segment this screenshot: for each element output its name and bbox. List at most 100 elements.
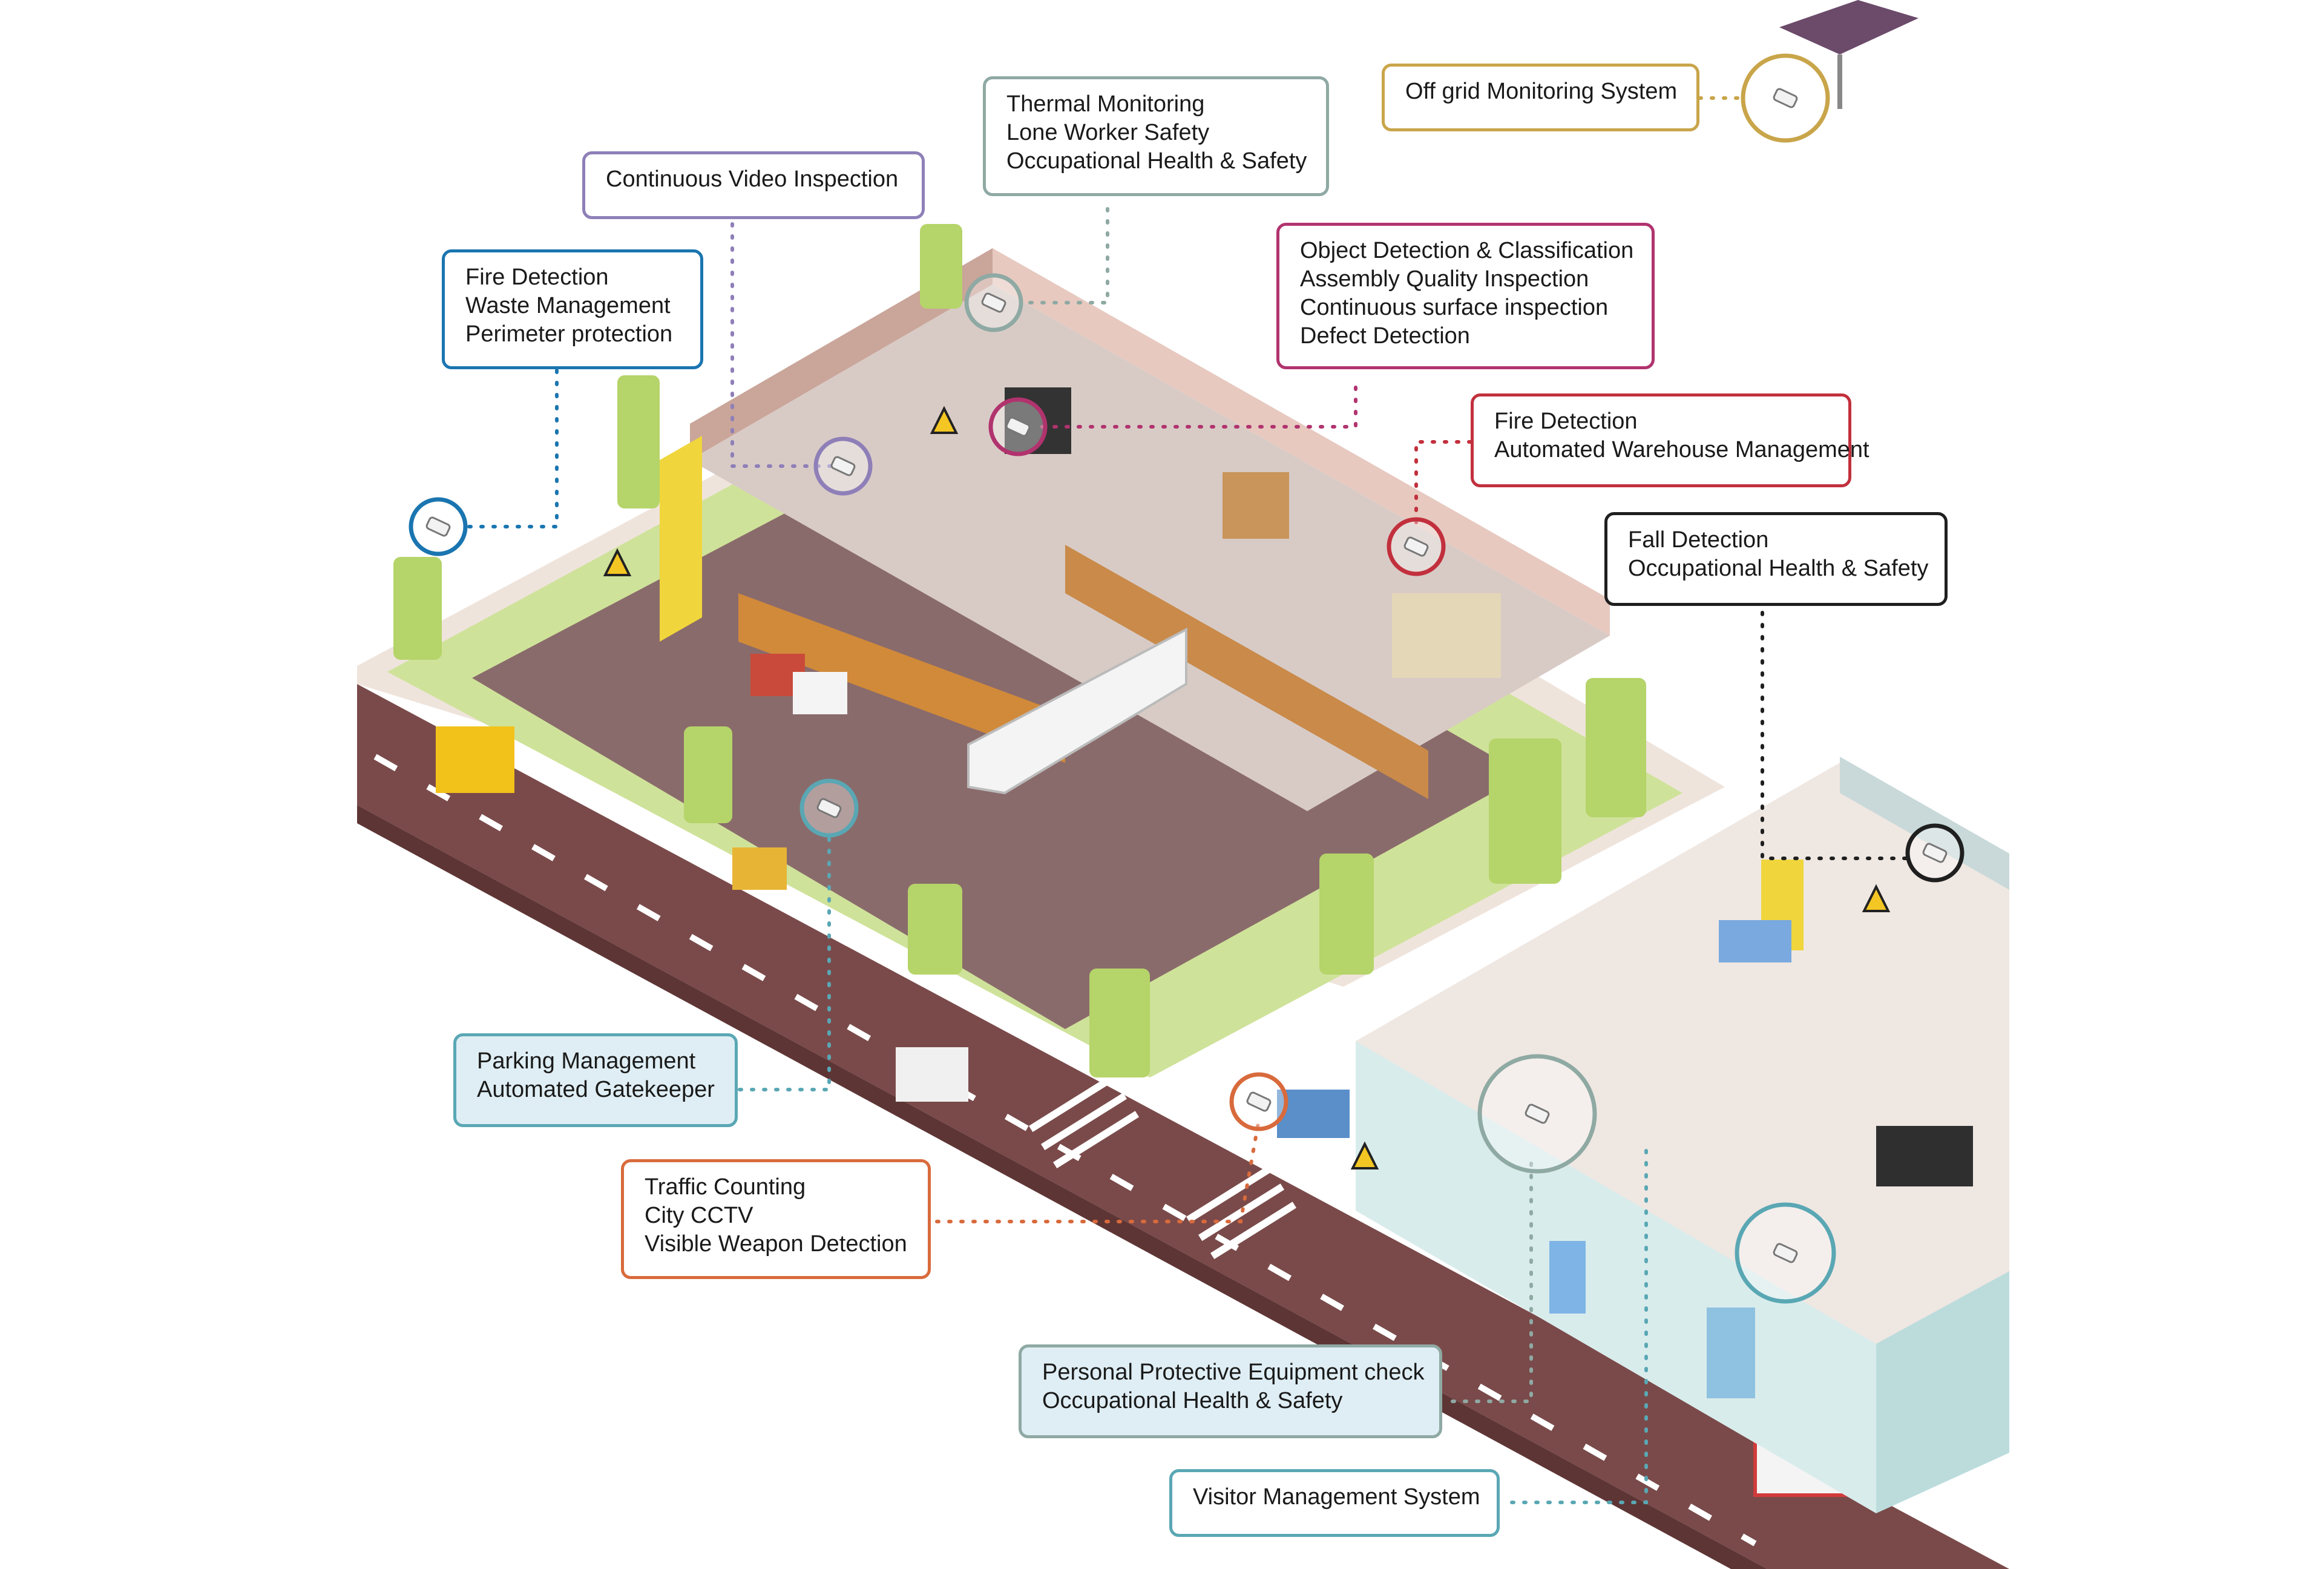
camera-icon — [964, 273, 1023, 332]
hospital-door — [1707, 1308, 1755, 1398]
camera-icon — [409, 497, 468, 556]
label-line: Visitor Management System — [1193, 1484, 1480, 1510]
label-line: Fall Detection — [1628, 527, 1769, 553]
hospital-right-wall — [1876, 1271, 2009, 1513]
label-line: Parking Management — [477, 1048, 696, 1074]
camera-rings — [409, 53, 1965, 1304]
label-line: Off grid Monitoring System — [1405, 79, 1678, 104]
blue-car — [1277, 1090, 1350, 1138]
connector-thermal — [1027, 207, 1109, 304]
shelving — [1392, 593, 1501, 678]
label-line: Lone Worker Safety — [1006, 120, 1210, 145]
label-line: Occupational Health & Safety — [1042, 1388, 1343, 1413]
camera-icon — [1735, 1202, 1836, 1304]
boxes — [1223, 472, 1289, 539]
camera-body — [425, 516, 451, 537]
label-line: Traffic Counting — [645, 1174, 806, 1200]
camera-body — [1525, 1104, 1550, 1124]
street-car — [896, 1047, 968, 1102]
connector-fire-waste — [464, 369, 559, 528]
camera-body — [1403, 536, 1429, 557]
yellow-facade — [660, 436, 702, 642]
label-line: Object Detection & Classification — [1300, 238, 1634, 263]
label-line: Automated Warehouse Management — [1494, 437, 1869, 462]
label-off-grid: Off grid Monitoring System — [1382, 64, 1699, 131]
label-line: Occupational Health & Safety — [1628, 556, 1929, 581]
connector-fall — [1761, 611, 1908, 860]
camera-icon — [1477, 1054, 1597, 1174]
camera-body — [1246, 1091, 1272, 1112]
label-line: Continuous Video Inspection — [606, 166, 899, 192]
truck — [967, 627, 1187, 795]
hospital-building — [1356, 757, 2009, 1513]
hospital-window — [1549, 1241, 1586, 1314]
camera-icon — [813, 436, 873, 496]
label-line: City CCTV — [645, 1203, 753, 1228]
connector-video — [730, 222, 837, 468]
connector-object — [1039, 386, 1357, 429]
label-line: Defect Detection — [1300, 323, 1470, 349]
camera-icon — [1741, 53, 1830, 143]
camera-body — [1773, 1243, 1798, 1263]
camera-icon — [1229, 1072, 1288, 1131]
label-line: Waste Management — [465, 293, 671, 318]
white-car — [793, 672, 847, 714]
connectors — [464, 96, 1908, 1504]
camera-body — [816, 798, 842, 818]
label-line: Thermal Monitoring — [1006, 91, 1205, 117]
label-line: Personal Protective Equipment check — [1042, 1360, 1425, 1385]
warning-icon — [1862, 884, 1891, 912]
camera-icon — [988, 397, 1048, 456]
connector-traffic — [935, 1118, 1261, 1223]
label-line: Continuous surface inspection — [1300, 295, 1609, 320]
lane-markings — [373, 754, 1757, 1547]
label-visitor: Visitor Management System — [1169, 1469, 1500, 1537]
warning-icon — [930, 406, 959, 434]
label-line: Automated Gatekeeper — [477, 1077, 715, 1102]
crosswalk — [1028, 1074, 1297, 1260]
hospital-floor — [1356, 763, 2009, 1465]
hospital-back-wall — [1840, 757, 2009, 890]
factory-right-wall — [993, 248, 1610, 636]
office-front — [738, 593, 1065, 763]
connector-ppe — [1451, 1160, 1533, 1403]
camera-body — [830, 456, 856, 476]
hedges — [393, 224, 1646, 1077]
factory-back-wall — [690, 248, 993, 460]
camera-icon — [1905, 823, 1965, 883]
van — [436, 726, 514, 793]
label-line: Fire Detection — [1494, 409, 1638, 434]
warning-icons — [603, 406, 1891, 1169]
camera-icon — [1387, 517, 1446, 576]
label-line: Assembly Quality Inspection — [1300, 266, 1589, 292]
warning-icon — [1350, 1141, 1379, 1169]
factory-floor — [690, 285, 1610, 811]
label-line: Perimeter protection — [465, 321, 673, 347]
warning-icon — [603, 548, 632, 576]
factory-building — [660, 248, 1610, 811]
solar-panel — [1779, 0, 1919, 109]
camera-body — [1773, 88, 1798, 108]
label-video: Continuous Video Inspection — [582, 151, 925, 219]
waiting-chairs — [1876, 1126, 1973, 1186]
camera-icon — [799, 778, 859, 838]
solar-panel-surface — [1779, 0, 1919, 54]
label-line: Fire Detection — [465, 265, 609, 290]
label-line: Visible Weapon Detection — [645, 1231, 907, 1257]
label-line: Occupational Health & Safety — [1006, 148, 1307, 174]
camera-body — [1005, 416, 1031, 437]
warehouse-front — [1065, 545, 1428, 799]
camera-body — [981, 292, 1006, 313]
connector-visitor — [1510, 1148, 1648, 1504]
camera-body — [1922, 843, 1948, 863]
forklift — [732, 847, 787, 890]
